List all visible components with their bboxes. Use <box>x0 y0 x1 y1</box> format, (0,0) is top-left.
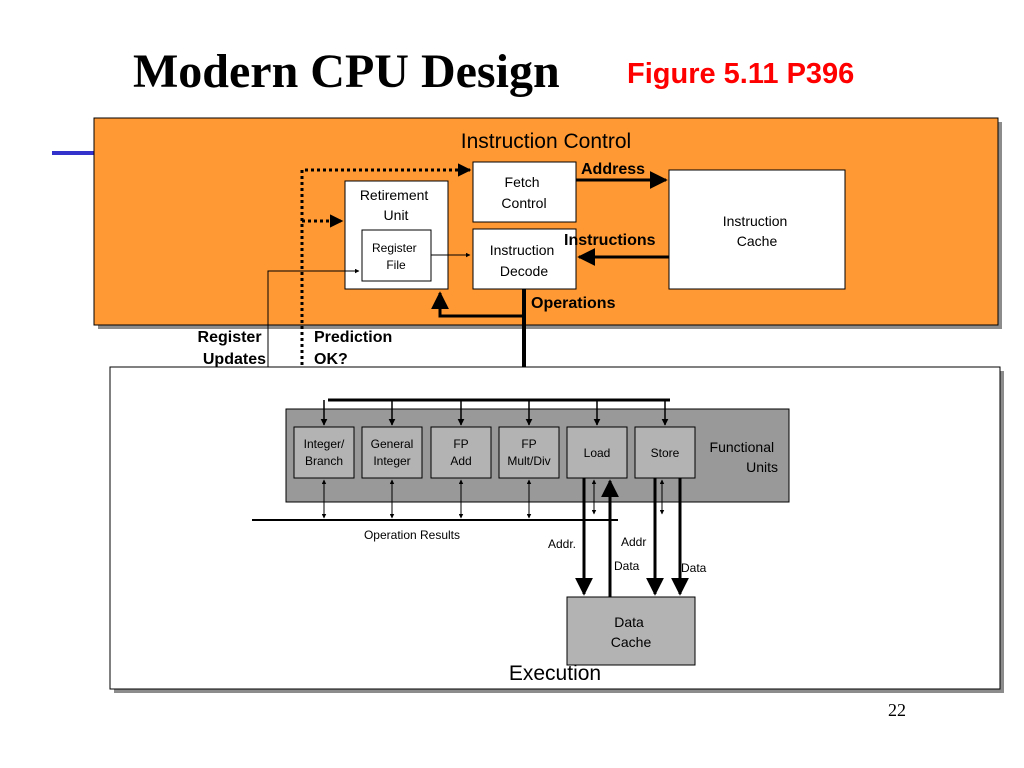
store-unit: Store <box>634 400 696 515</box>
fp-mult-div-unit-box <box>498 426 560 479</box>
general-integer-unit-box <box>361 426 423 479</box>
register-file-label: Register File <box>372 241 420 272</box>
execution-title: Execution <box>509 662 601 685</box>
instruction-decode-box <box>472 228 577 290</box>
instruction-cache-label: Instruction Cache <box>723 213 791 249</box>
functional-units-label: Functional Units <box>710 439 778 475</box>
operation-results-label: Operation Results <box>364 528 460 542</box>
store-unit-label: Store <box>651 446 680 460</box>
retirement-unit-label: Retirement Unit <box>360 187 432 223</box>
slide-title: Modern CPU Design <box>133 45 560 98</box>
integer-branch-unit-box <box>293 426 355 479</box>
prediction-ok-dotted-line <box>300 163 472 425</box>
fetch-control-box <box>472 161 577 223</box>
store-addr-label: Addr <box>621 535 646 549</box>
instruction-control-title: Instruction Control <box>461 130 631 153</box>
integer-branch-unit-label: Integer/Branch <box>304 437 345 468</box>
prediction-ok-label: Prediction OK? <box>314 329 397 368</box>
operations-label: Operations <box>531 295 616 312</box>
figure-reference: Figure 5.11 P396 <box>627 58 855 90</box>
store-data-label: Data <box>681 561 707 575</box>
register-updates-label: Register Updates <box>198 329 267 368</box>
fp-add-unit-box <box>430 426 492 479</box>
data-cache-box <box>566 596 696 666</box>
page-number: 22 <box>888 700 906 720</box>
instruction-cache-box <box>668 169 846 290</box>
store-unit-box <box>634 426 696 479</box>
load-data-label: Data <box>614 559 640 573</box>
instructions-label: Instructions <box>564 232 656 249</box>
register-file-box <box>361 229 432 282</box>
integer-branch-unit: Integer/Branch <box>293 400 355 519</box>
instruction-decode-label: Instruction Decode <box>490 242 558 279</box>
load-unit: Load <box>566 400 628 515</box>
load-addr-label: Addr. <box>548 537 576 551</box>
address-label: Address <box>581 161 645 178</box>
load-unit-label: Load <box>584 446 611 460</box>
data-cache-label: Data Cache <box>611 614 652 650</box>
load-unit-box <box>566 426 628 479</box>
fetch-control-label: Fetch Control <box>501 174 546 211</box>
